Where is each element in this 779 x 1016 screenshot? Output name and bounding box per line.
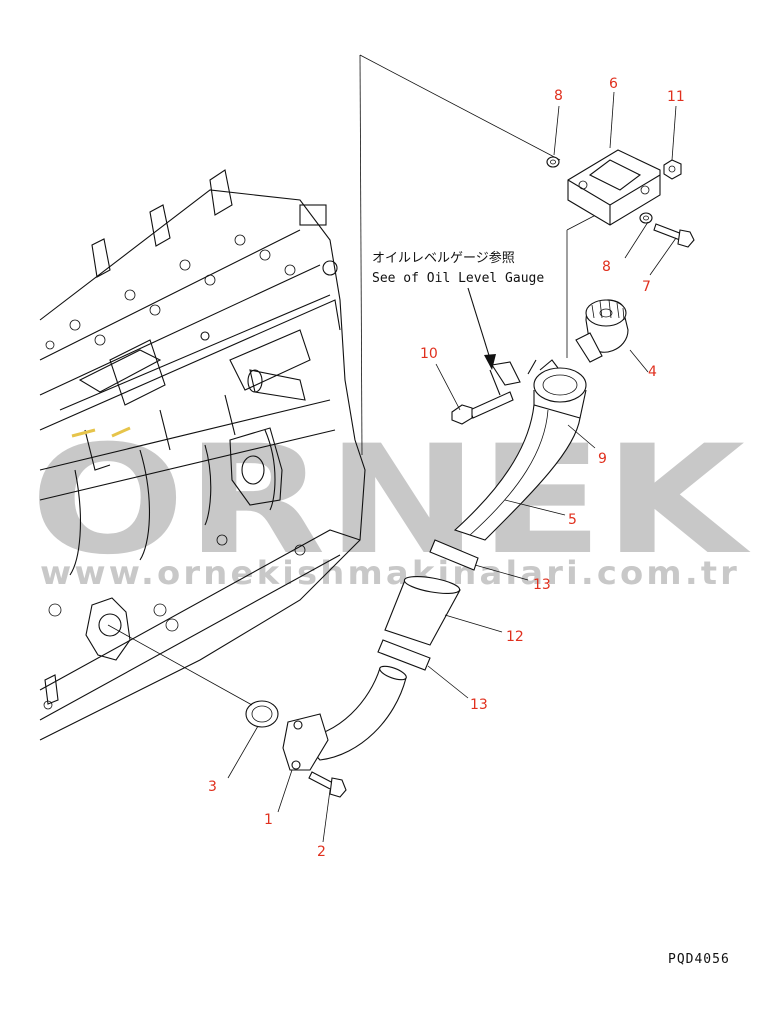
note-leader — [467, 287, 493, 366]
hose-12 — [384, 576, 461, 646]
note-arrow — [484, 354, 496, 370]
gauge-guide — [489, 361, 521, 396]
leader-lines — [107, 91, 677, 843]
bolt-10 — [451, 391, 514, 425]
callout-13-bottom: 13 — [470, 697, 488, 713]
callout-8-bottom: 8 — [602, 259, 611, 275]
watermark-url: www.ornekishmakinalari.com.tr — [40, 554, 740, 592]
engine-block — [39, 169, 366, 741]
callouts: 1 2 3 4 5 6 7 8 8 9 10 11 12 13 13 — [208, 76, 685, 860]
callout-12: 12 — [506, 629, 524, 645]
callout-1: 1 — [264, 812, 273, 828]
callout-6: 6 — [609, 76, 618, 92]
callout-10: 10 — [420, 346, 438, 362]
callout-5: 5 — [568, 512, 577, 528]
callout-7: 7 — [642, 279, 651, 295]
note-japanese: オイルレベルゲージ参照 — [372, 250, 515, 266]
callout-2: 2 — [317, 844, 326, 860]
bolt-2 — [308, 771, 347, 798]
nut-11 — [663, 159, 682, 180]
callout-9: 9 — [598, 451, 607, 467]
gasket-3 — [245, 700, 279, 728]
bracket-6 — [567, 149, 661, 226]
bolt-7 — [653, 223, 695, 248]
projection-line-top — [359, 54, 561, 161]
valve-bolts — [45, 234, 296, 350]
washer-8-bottom — [639, 212, 653, 224]
callout-11: 11 — [667, 89, 685, 105]
filler-cap-4 — [575, 299, 629, 363]
filler-neck-9 — [527, 359, 587, 419]
flange-1 — [282, 713, 329, 771]
callout-4: 4 — [648, 364, 657, 380]
clamp-13-top — [429, 539, 479, 571]
note-english: See of Oil Level Gauge — [372, 271, 544, 286]
callout-13-top: 13 — [533, 577, 551, 593]
drawing-code: PQD4056 — [668, 952, 730, 967]
projection-line-left — [359, 54, 363, 456]
callout-3: 3 — [208, 779, 217, 795]
watermark: ORNEK www.ornekishmakinalari.com.tr — [30, 414, 751, 592]
filler-tube-5 — [453, 404, 581, 541]
callout-8-top: 8 — [554, 88, 563, 104]
clamp-13-bottom — [377, 639, 431, 671]
washer-8-top — [546, 156, 560, 168]
